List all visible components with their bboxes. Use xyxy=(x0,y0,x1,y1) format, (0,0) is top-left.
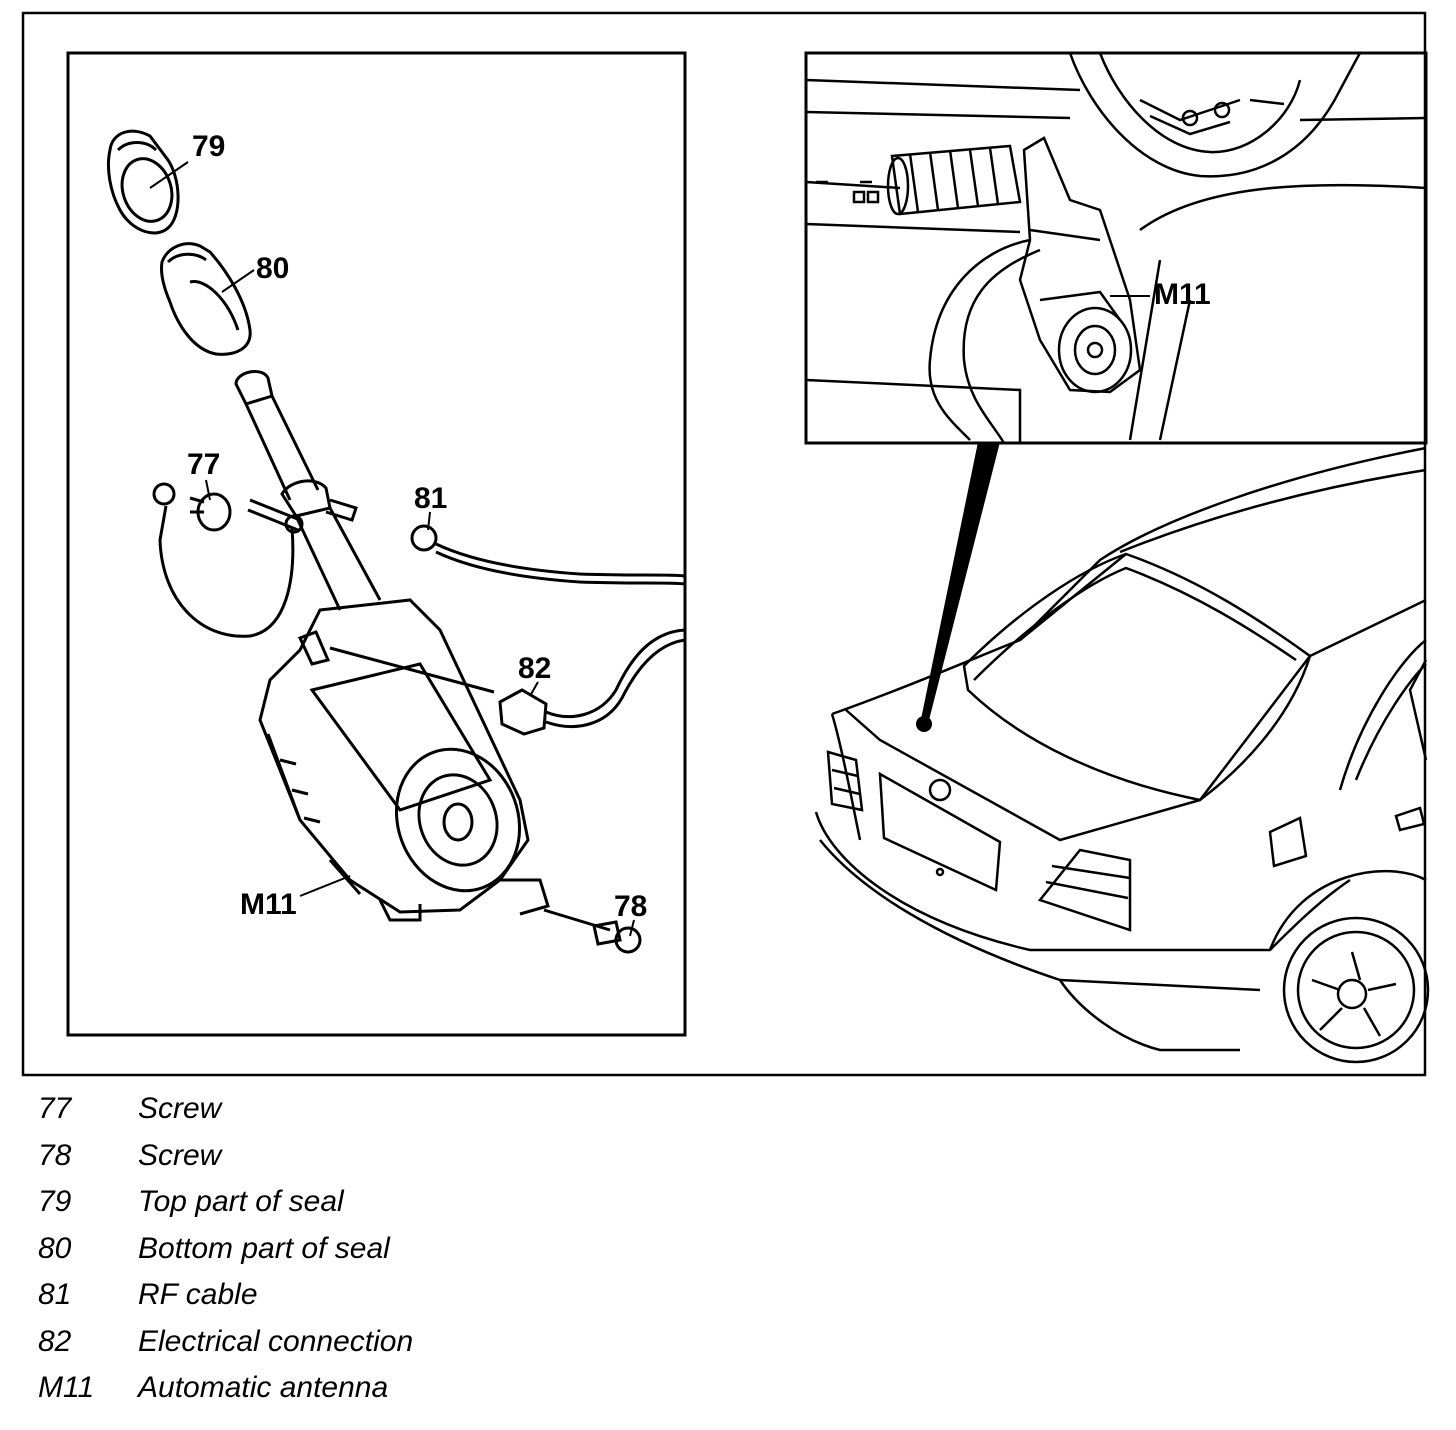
figure-frame xyxy=(21,11,1427,1077)
legend-key: 79 xyxy=(38,1185,72,1218)
legend-description: Screw xyxy=(138,1138,222,1172)
inset-antenna-motor xyxy=(1018,136,1142,394)
legend-row-82: 82 Electrical connection xyxy=(38,1325,738,1372)
legend-description: Automatic antenna xyxy=(138,1371,389,1404)
legend-row-78: 78 Screw xyxy=(38,1139,738,1186)
rf-cable-81 xyxy=(410,524,686,586)
location-dot xyxy=(916,716,932,732)
legend-key: 77 xyxy=(38,1092,72,1125)
legend-key: M11 xyxy=(38,1371,95,1404)
legend-row-m11: M11 Automatic antenna xyxy=(38,1371,738,1418)
ground-strap xyxy=(152,482,304,638)
legend-description: RF cable xyxy=(138,1278,258,1311)
legend-description: Screw xyxy=(138,1092,222,1125)
inset-frame xyxy=(804,51,1428,445)
legend-row-77: 77 Screw xyxy=(38,1092,738,1139)
legend-description: Electrical connection xyxy=(138,1324,414,1358)
legend-description: Bottom part of seal xyxy=(138,1231,390,1265)
parts-legend: 77 Screw 78 Screw 79 Top part of seal 80… xyxy=(38,1092,738,1418)
legend-row-79: 79 Top part of seal xyxy=(38,1185,738,1232)
callout-m11-inset: M11 xyxy=(1154,278,1211,311)
seal-bottom-part-80 xyxy=(160,242,252,356)
inset-body-structure xyxy=(805,52,1427,443)
inset-bellows xyxy=(886,144,1022,216)
callout-79: 79 xyxy=(192,130,225,163)
legend-key: 81 xyxy=(38,1278,72,1311)
inset-cables xyxy=(928,238,1041,444)
callout-81: 81 xyxy=(414,482,447,515)
callout-m11: M11 xyxy=(240,888,297,921)
leader-lines xyxy=(149,161,635,937)
callout-78: 78 xyxy=(614,890,647,923)
seal-top-part-79 xyxy=(106,129,180,235)
callout-80: 80 xyxy=(256,252,289,285)
inset-pointer xyxy=(920,442,1000,724)
legend-key: 78 xyxy=(38,1138,72,1172)
antenna-motor-m11 xyxy=(258,598,550,922)
antenna-diagram: 79 80 77 81 82 M11 78 xyxy=(21,11,1430,1077)
callout-77: 77 xyxy=(187,448,220,481)
legend-row-81: 81 RF cable xyxy=(38,1278,738,1325)
screw-78 xyxy=(543,908,642,954)
callout-82: 82 xyxy=(518,652,551,685)
screw-77 xyxy=(189,492,232,532)
inset-detail-panel: M11 xyxy=(804,51,1428,445)
legend-key: 80 xyxy=(38,1231,72,1265)
antenna-mast xyxy=(234,369,382,611)
legend-description: Top part of seal xyxy=(138,1185,344,1218)
electrical-connection-82 xyxy=(329,628,686,736)
car-rear-view xyxy=(814,446,1430,1064)
legend-key: 82 xyxy=(38,1324,72,1358)
exploded-view-frame xyxy=(66,51,687,1037)
legend-row-80: 80 Bottom part of seal xyxy=(38,1232,738,1279)
exploded-view-panel: 79 80 77 81 82 M11 78 xyxy=(66,51,687,1037)
